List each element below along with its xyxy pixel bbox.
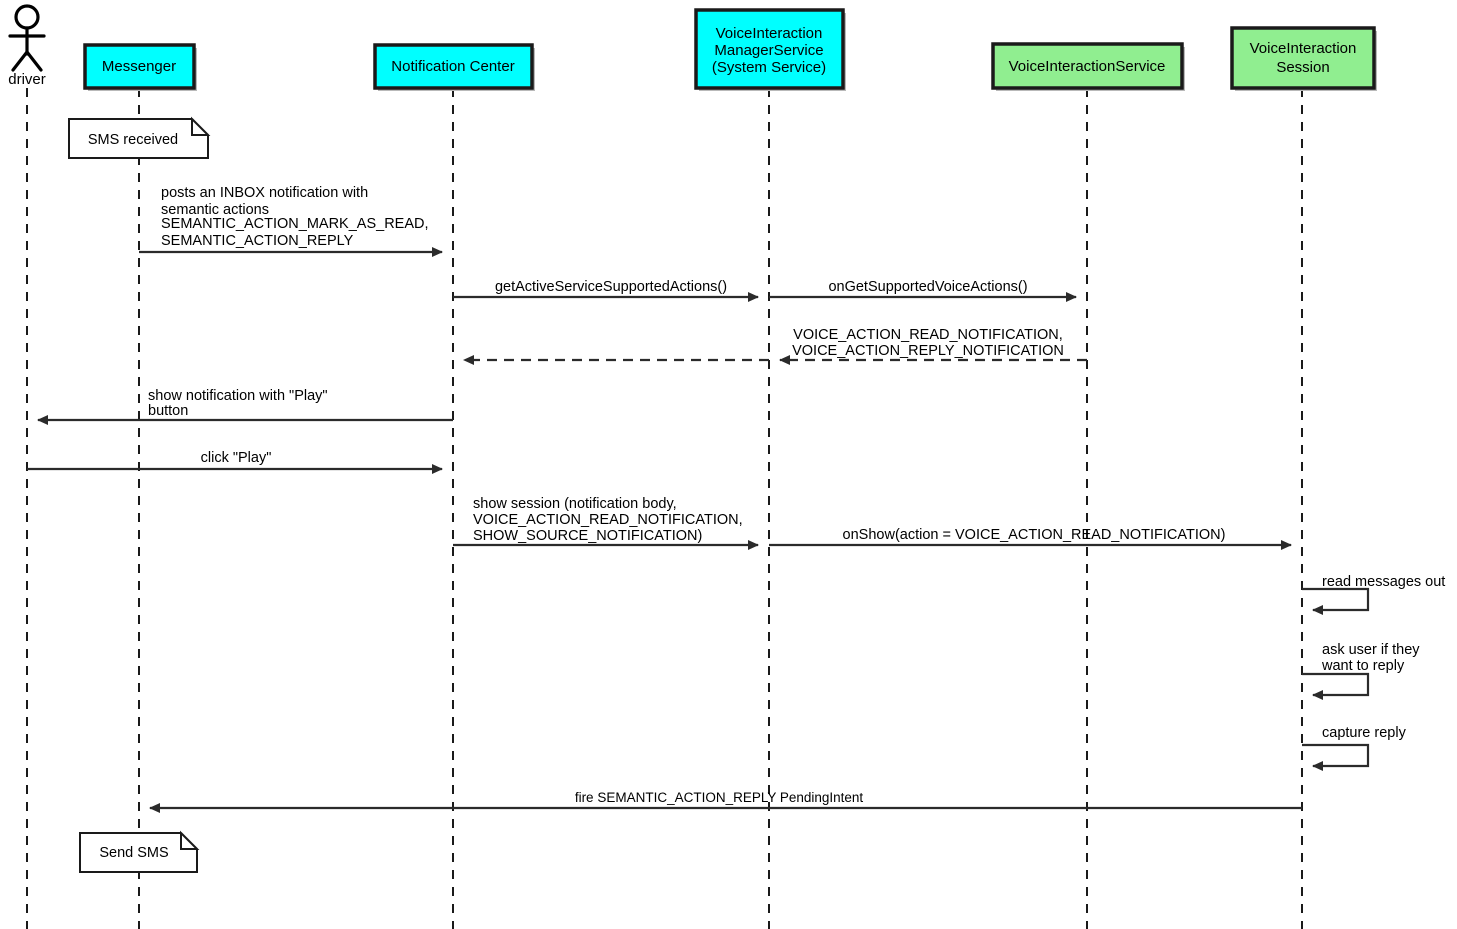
message-label-line-2: VOICE_ACTION_READ_NOTIFICATION, (473, 512, 743, 528)
self-message-label-line-2: want to reply (1321, 658, 1405, 674)
note-send-sms: Send SMS (79, 830, 200, 873)
participant-label-line-3: (System Service) (712, 59, 826, 76)
message-label-line-4: SEMANTIC_ACTION_REPLY (161, 233, 354, 249)
actor-leg-right-icon (25, 50, 43, 72)
note-shape (68, 118, 209, 159)
participant-label: Messenger (102, 58, 176, 75)
message-label-line-3: SHOW_SOURCE_NOTIFICATION) (473, 528, 702, 544)
participant-messenger[interactable]: Messenger (83, 43, 197, 91)
participant-label-line-2: ManagerService (714, 42, 823, 59)
participant-voice-interaction-service[interactable]: VoiceInteractionService (991, 42, 1185, 91)
self-message-label: capture reply (1322, 725, 1407, 741)
participant-notification-center[interactable]: Notification Center (373, 43, 535, 91)
message-fire-semantic-action-reply-pending-intent[interactable]: fire SEMANTIC_ACTION_REPLY PendingIntent (149, 790, 1302, 813)
participant-rect (694, 8, 845, 90)
self-message-label-line-1: ask user if they (1322, 642, 1420, 658)
message-on-show[interactable]: onShow(action = VOICE_ACTION_READ_NOTIFI… (769, 527, 1292, 550)
message-label: fire SEMANTIC_ACTION_REPLY PendingIntent (575, 790, 864, 805)
message-label: getActiveServiceSupportedActions() (495, 279, 727, 295)
message-show-notification-play-button[interactable]: show notification with "Play" button (37, 388, 453, 425)
message-get-active-service-supported-actions[interactable]: getActiveServiceSupportedActions() (453, 279, 759, 302)
actor-leg-left-icon (11, 50, 29, 72)
actor-driver[interactable]: driver (8, 4, 46, 88)
message-label-line-2: semantic actions (161, 202, 269, 218)
participant-rect (83, 43, 196, 90)
participant-rect (373, 43, 534, 90)
participant-label-line-1: VoiceInteraction (1250, 40, 1357, 57)
message-voice-actions-return[interactable]: VOICE_ACTION_READ_NOTIFICATION, VOICE_AC… (779, 327, 1087, 365)
note-fold-corner (191, 116, 211, 136)
note-shape (79, 832, 198, 873)
self-message-path (1302, 672, 1370, 700)
participant-label: VoiceInteractionService (1009, 58, 1166, 75)
note-sms-received: SMS received (68, 116, 211, 159)
message-show-session[interactable]: show session (notification body, VOICE_A… (453, 496, 759, 550)
actor-head-icon (14, 4, 40, 30)
message-label-line-1: posts an INBOX notification with (161, 185, 368, 201)
participant-voice-interaction-manager-service[interactable]: VoiceInteraction ManagerService (System … (694, 8, 846, 91)
participant-voice-interaction-session[interactable]: VoiceInteraction Session (1230, 26, 1377, 91)
actor-label: driver (8, 71, 46, 88)
note-label: SMS received (88, 132, 178, 148)
self-message-ask-user-if-they-want-to-reply[interactable]: ask user if they want to reply (1302, 642, 1420, 700)
message-label-line-2: button (148, 403, 188, 419)
self-message-capture-reply[interactable]: capture reply (1302, 725, 1407, 771)
lifelines-group (26, 88, 1303, 929)
participant-label: Notification Center (391, 58, 514, 75)
message-post-inbox-notification[interactable]: posts an INBOX notification with semanti… (139, 185, 443, 257)
message-on-get-supported-voice-actions[interactable]: onGetSupportedVoiceActions() (769, 279, 1077, 302)
participant-label-line-1: VoiceInteraction (716, 25, 823, 42)
self-message-label: read messages out (1322, 574, 1445, 590)
message-label-line-1: show session (notification body, (473, 496, 677, 512)
note-label: Send SMS (99, 845, 168, 861)
message-label-line-3: SEMANTIC_ACTION_MARK_AS_READ, (161, 216, 429, 232)
message-label-line-1: VOICE_ACTION_READ_NOTIFICATION, (793, 327, 1063, 343)
participant-label-line-2: Session (1276, 59, 1329, 76)
message-label: click "Play" (201, 450, 272, 466)
message-label-line-1: show notification with "Play" (148, 388, 328, 404)
self-message-read-messages-out[interactable]: read messages out (1302, 574, 1445, 615)
note-fold-corner (180, 830, 200, 850)
participant-rect (1230, 26, 1376, 90)
self-message-path (1302, 743, 1370, 771)
message-click-play[interactable]: click "Play" (27, 450, 443, 474)
message-label: onShow(action = VOICE_ACTION_READ_NOTIFI… (843, 527, 1226, 543)
self-message-path (1302, 587, 1370, 615)
message-label: onGetSupportedVoiceActions() (828, 279, 1027, 295)
message-label-line-2: VOICE_ACTION_REPLY_NOTIFICATION (792, 343, 1064, 359)
participant-rect (991, 42, 1184, 90)
